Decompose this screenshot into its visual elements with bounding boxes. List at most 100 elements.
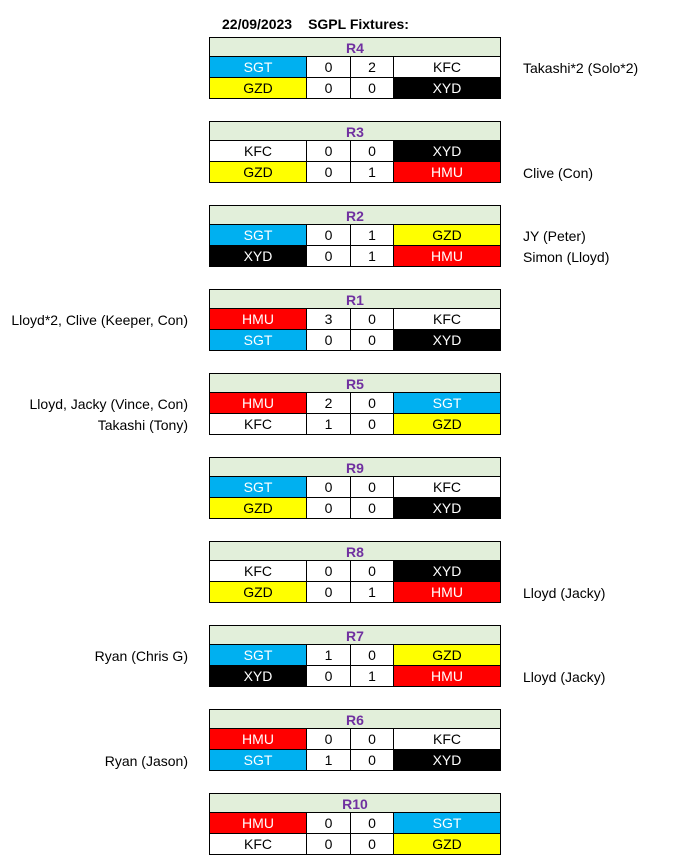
home-score-cell: 0 <box>307 498 351 519</box>
scorer-note-left: Takashi (Tony) <box>97 417 188 433</box>
home-score-cell: 0 <box>307 162 351 183</box>
round-label: R6 <box>209 709 501 729</box>
home-score-cell: 1 <box>307 414 351 435</box>
away-score-cell: 0 <box>351 561 394 582</box>
round-label: R4 <box>209 37 501 57</box>
scorer-note-left: Lloyd*2, Clive (Keeper, Con) <box>11 312 188 328</box>
away-team-cell: XYD <box>394 561 501 582</box>
home-team-cell: SGT <box>209 225 307 246</box>
away-score-cell: 0 <box>351 309 394 330</box>
home-score-cell: 0 <box>307 330 351 351</box>
scorer-note-right: JY (Peter) <box>523 228 586 244</box>
round-label: R3 <box>209 121 501 141</box>
home-score-cell: 0 <box>307 477 351 498</box>
away-score-cell: 0 <box>351 141 394 162</box>
away-team-cell: KFC <box>394 477 501 498</box>
away-score-cell: 1 <box>351 225 394 246</box>
away-team-cell: KFC <box>394 309 501 330</box>
home-team-cell: GZD <box>209 498 307 519</box>
scorer-note-right: Takashi*2 (Solo*2) <box>523 60 639 76</box>
home-score-cell: 1 <box>307 750 351 771</box>
away-score-cell: 2 <box>351 57 394 78</box>
home-score-cell: 0 <box>307 141 351 162</box>
away-team-cell: XYD <box>394 498 501 519</box>
fixtures-date: 22/09/2023 <box>222 16 293 32</box>
away-team-cell: XYD <box>394 78 501 99</box>
away-team-cell: SGT <box>394 813 501 834</box>
home-team-cell: SGT <box>209 330 307 351</box>
home-score-cell: 3 <box>307 309 351 330</box>
round-label: R8 <box>209 541 501 561</box>
scorer-note-left: Ryan (Jason) <box>104 753 188 769</box>
away-team-cell: GZD <box>394 414 501 435</box>
away-team-cell: SGT <box>394 393 501 414</box>
away-team-cell: HMU <box>394 162 501 183</box>
away-score-cell: 1 <box>351 246 394 267</box>
home-score-cell: 1 <box>307 645 351 666</box>
round-label: R7 <box>209 625 501 645</box>
home-team-cell: HMU <box>209 729 307 750</box>
home-team-cell: XYD <box>209 246 307 267</box>
home-team-cell: KFC <box>209 414 307 435</box>
home-team-cell: GZD <box>209 162 307 183</box>
home-score-cell: 0 <box>307 729 351 750</box>
home-team-cell: HMU <box>209 813 307 834</box>
away-team-cell: KFC <box>394 57 501 78</box>
home-score-cell: 0 <box>307 582 351 603</box>
round-label: R5 <box>209 373 501 393</box>
scorer-note-left: Ryan (Chris G) <box>94 648 188 664</box>
away-score-cell: 0 <box>351 729 394 750</box>
home-score-cell: 0 <box>307 834 351 855</box>
away-team-cell: XYD <box>394 330 501 351</box>
home-team-cell: KFC <box>209 834 307 855</box>
away-team-cell: GZD <box>394 225 501 246</box>
away-score-cell: 0 <box>351 330 394 351</box>
scorer-note-right: Clive (Con) <box>523 165 594 181</box>
fixtures-title: SGPL Fixtures: <box>308 16 409 32</box>
away-score-cell: 0 <box>351 645 394 666</box>
home-team-cell: HMU <box>209 309 307 330</box>
home-score-cell: 0 <box>307 246 351 267</box>
away-team-cell: XYD <box>394 141 501 162</box>
away-team-cell: HMU <box>394 246 501 267</box>
round-label: R2 <box>209 205 501 225</box>
scorer-note-right: Lloyd (Jacky) <box>523 585 606 601</box>
home-team-cell: GZD <box>209 78 307 99</box>
away-score-cell: 0 <box>351 477 394 498</box>
home-team-cell: SGT <box>209 477 307 498</box>
away-team-cell: GZD <box>394 645 501 666</box>
away-score-cell: 0 <box>351 498 394 519</box>
away-score-cell: 0 <box>351 813 394 834</box>
home-score-cell: 0 <box>307 813 351 834</box>
home-team-cell: KFC <box>209 561 307 582</box>
round-label: R9 <box>209 457 501 477</box>
scorer-note-right: Simon (Lloyd) <box>523 249 610 265</box>
fixtures-header: 22/09/2023 SGPL Fixtures: <box>222 16 409 32</box>
away-score-cell: 1 <box>351 666 394 687</box>
home-score-cell: 0 <box>307 666 351 687</box>
scorer-note-right: Lloyd (Jacky) <box>523 669 606 685</box>
scorer-note-left: Lloyd, Jacky (Vince, Con) <box>29 396 188 412</box>
home-score-cell: 2 <box>307 393 351 414</box>
home-team-cell: HMU <box>209 393 307 414</box>
home-team-cell: SGT <box>209 57 307 78</box>
